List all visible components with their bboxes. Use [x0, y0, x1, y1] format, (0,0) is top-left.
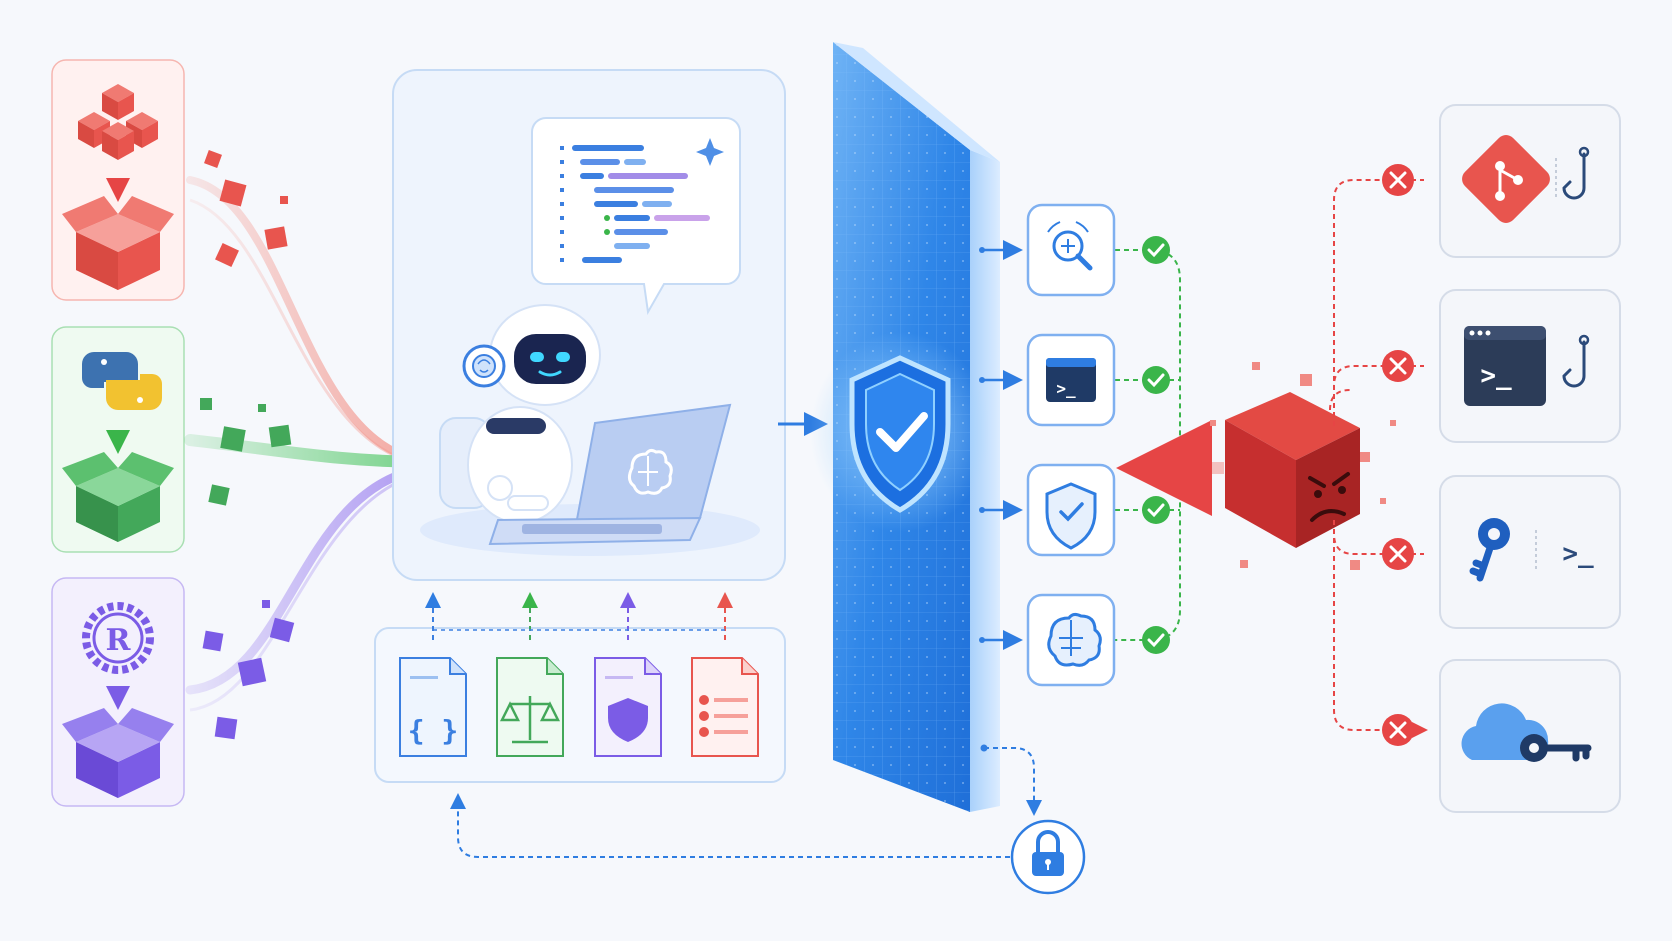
blocked-debris	[1210, 362, 1396, 570]
json-policy-document: { }	[399, 657, 467, 757]
svg-text:>_: >_	[1056, 379, 1076, 398]
open-box-icon	[62, 452, 174, 542]
code-suggestion-bubble	[531, 117, 741, 316]
ecosystem-panel-rust: R	[51, 577, 185, 807]
balance-scale-icon	[499, 696, 561, 744]
brain-icon	[1047, 612, 1102, 667]
check-shield	[1026, 463, 1170, 557]
blocked-icon	[1382, 164, 1414, 746]
shield-check-icon	[849, 355, 951, 513]
threat-terminal-hook: >_	[1439, 289, 1621, 443]
python-logo-icon	[82, 352, 162, 410]
policy-documents-panel: { }	[374, 592, 786, 783]
security-policy-document	[594, 657, 662, 757]
angry-face-icon	[1308, 472, 1350, 522]
legal-policy-document	[496, 657, 564, 757]
cloud-key-icon	[1461, 703, 1592, 762]
ecosystem-panel-python	[51, 326, 185, 553]
check-passed-icon	[1142, 496, 1170, 524]
svg-text:>_: >_	[1480, 361, 1512, 391]
check-passed-icon	[1142, 626, 1170, 654]
robot-at-laptop-icon	[420, 304, 760, 556]
checklist-document	[691, 657, 759, 757]
rust-logo-icon: R	[82, 602, 154, 674]
malicious-package-cube	[1116, 362, 1396, 570]
open-box-icon	[62, 196, 174, 290]
scan-magnifier-icon	[1047, 221, 1093, 271]
key-icon	[1469, 518, 1510, 582]
json-braces-icon: { }	[408, 714, 459, 747]
svg-text:R: R	[106, 623, 132, 658]
threat-key-terminal: >_	[1439, 475, 1621, 629]
verification-checks: >_	[979, 203, 1181, 687]
sparkle-icon	[696, 138, 724, 166]
shield-doc-icon	[608, 698, 648, 742]
security-gateway-wall	[810, 42, 1000, 812]
threat-git-hook	[1439, 104, 1621, 258]
agent-panel	[392, 69, 786, 581]
git-logo-icon	[1462, 135, 1550, 223]
checklist-icon	[699, 695, 748, 737]
hook-icon	[1562, 340, 1586, 388]
hook-icon	[1562, 152, 1586, 200]
check-passed-icon	[1142, 366, 1170, 394]
floating-package-cubes	[200, 150, 295, 740]
terminal-icon: >_	[1046, 358, 1096, 402]
ecosystem-panel-npm	[51, 59, 185, 301]
check-passed-icon	[1142, 236, 1170, 264]
padlock-icon	[1032, 830, 1064, 876]
brain-logo-icon	[627, 448, 673, 495]
blocked-threats: >_ >_	[1329, 104, 1621, 813]
code-lines	[560, 145, 710, 263]
open-box-icon	[62, 708, 174, 798]
terminal-prompt-icon: >_	[1562, 539, 1594, 569]
package-cubes-icon	[78, 84, 158, 160]
threat-cloud-credentials	[1439, 659, 1621, 813]
check-ai-brain	[1026, 593, 1170, 687]
lockfile-feedback-loop	[450, 744, 1086, 895]
check-scan	[1026, 203, 1170, 297]
terminal-window-icon: >_	[1464, 326, 1546, 406]
shield-check-icon	[1045, 482, 1097, 550]
check-terminal: >_	[1026, 333, 1170, 427]
